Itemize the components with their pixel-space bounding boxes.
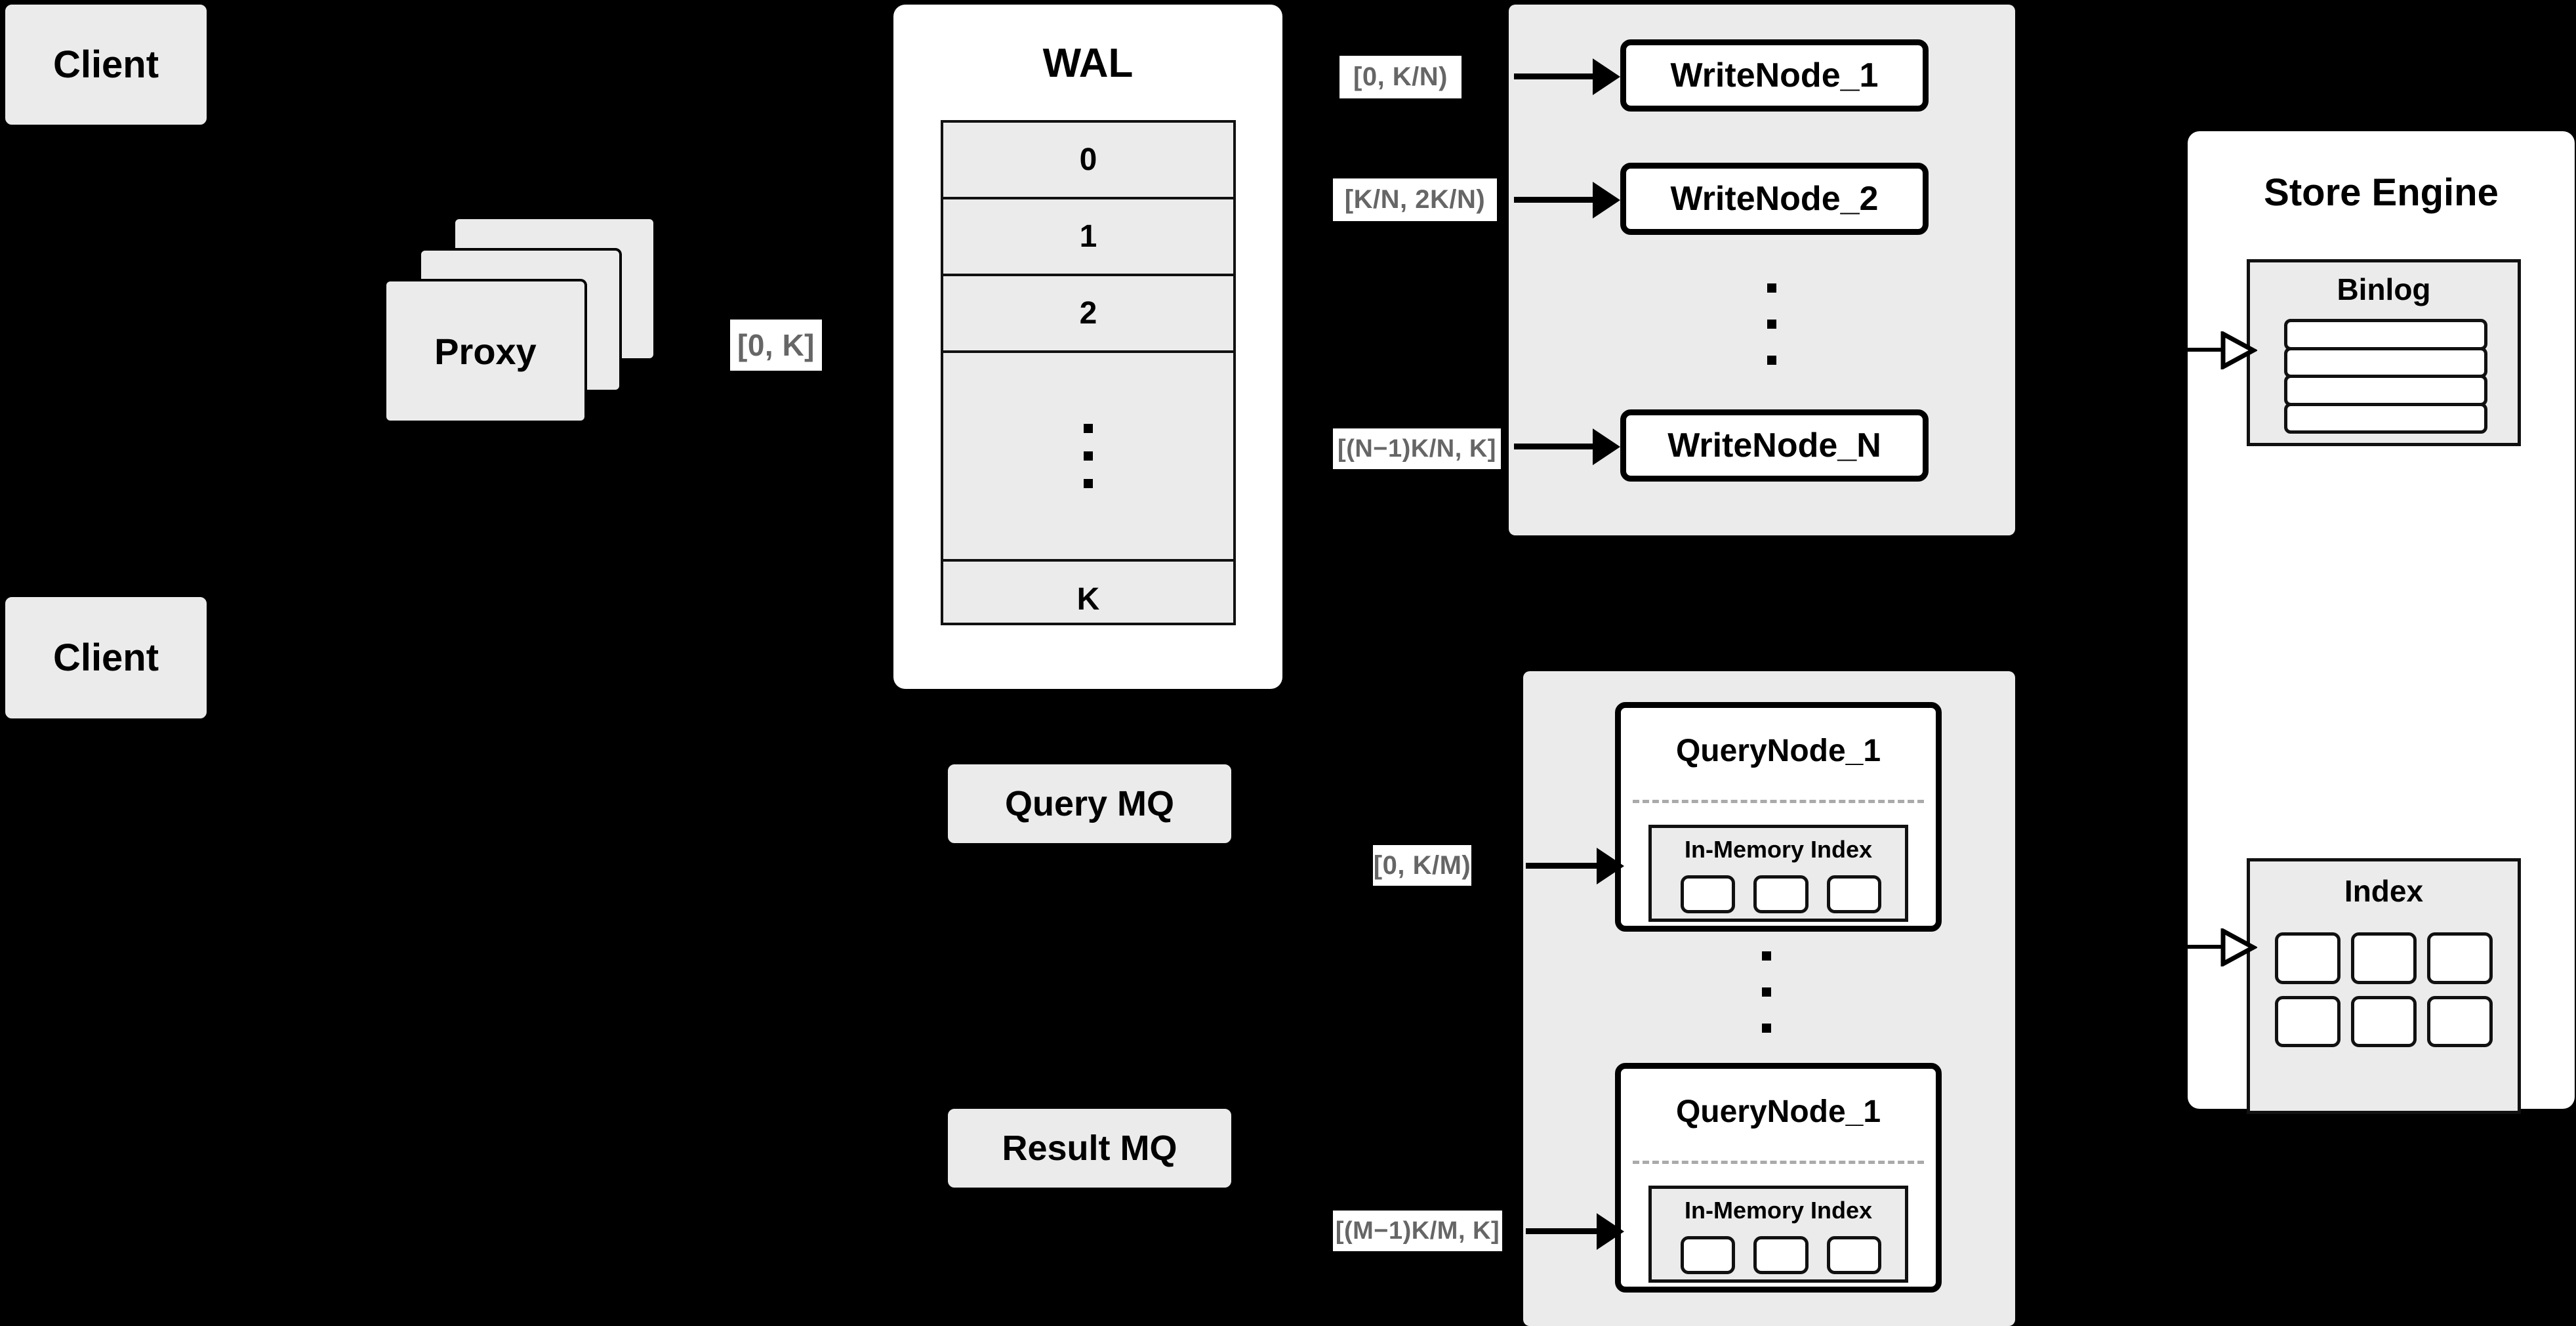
index-arrow-line (2184, 945, 2225, 949)
query-node-m-memory-index: In-Memory Index (1648, 1186, 1908, 1283)
query-cluster-ellipsis (1762, 951, 1771, 1033)
store-engine-title: Store Engine (2264, 171, 2499, 214)
wal-title: WAL (1042, 41, 1134, 86)
query-node-1-range-label: [0, K/M) (1373, 845, 1471, 886)
ellipsis-dot (1084, 424, 1093, 433)
query-node-1-label: QueryNode_1 (1675, 734, 1881, 768)
index-cells (2275, 932, 2493, 1047)
ellipsis-dot (1767, 320, 1776, 329)
query-node-1-arrow-line (1526, 863, 1603, 869)
ellipsis-dot (1767, 356, 1776, 365)
index-box: Index (2247, 858, 2521, 1114)
index-title: Index (2344, 874, 2424, 908)
wal-log-table[interactable]: 0 1 2 K (941, 120, 1236, 625)
proxy-label: Proxy (434, 330, 537, 372)
write-node-2-range-label: [K/N, 2K/N) (1333, 178, 1497, 221)
binlog-title: Binlog (2337, 272, 2431, 306)
binlog-arrow-line (2184, 348, 2225, 352)
wal-row: 2 (943, 276, 1233, 353)
write-node-1-arrow-head (1593, 58, 1620, 95)
wal-row-ellipsis (943, 353, 1233, 562)
index-cell (2351, 995, 2417, 1047)
write-node-2-arrow-head (1593, 182, 1620, 218)
index-cell (2275, 995, 2341, 1047)
index-cell (2427, 932, 2493, 984)
ellipsis-dot (1767, 283, 1776, 293)
index-segment (1753, 875, 1809, 913)
write-node-1-arrow-line (1514, 73, 1599, 79)
memory-index-label: In-Memory Index (1684, 1197, 1873, 1224)
binlog-row (2284, 402, 2487, 434)
binlog-row (2284, 375, 2487, 406)
index-segment (1826, 875, 1881, 913)
write-node-n-arrow-line (1514, 444, 1599, 449)
client-label: Client (52, 43, 159, 86)
write-node-2-arrow-line (1514, 197, 1599, 203)
memory-index-label: In-Memory Index (1684, 836, 1873, 863)
client-label: Client (52, 636, 159, 679)
index-cell (2427, 995, 2493, 1047)
query-node-m-arrow-head (1597, 1213, 1624, 1250)
client-node-2[interactable]: Client (5, 597, 207, 718)
query-node-m-range-label: [(M−1)K/M, K] (1333, 1211, 1502, 1251)
write-node-1[interactable]: WriteNode_1 (1620, 39, 1929, 112)
binlog-rows (2284, 319, 2487, 434)
memory-index-segments (1681, 875, 1881, 913)
binlog-row (2284, 319, 2487, 350)
client-node-1[interactable]: Client (5, 5, 207, 125)
index-arrow-head-icon (2220, 928, 2257, 966)
index-cell (2275, 932, 2341, 984)
binlog-row (2284, 346, 2487, 378)
query-node-m[interactable]: QueryNode_1 In-Memory Index (1615, 1063, 1942, 1293)
write-node-n-range-label: [(N−1)K/N, K] (1333, 428, 1501, 469)
index-cell (2351, 932, 2417, 984)
query-node-m-arrow-line (1526, 1228, 1603, 1234)
write-node-n[interactable]: WriteNode_N (1620, 409, 1929, 482)
query-node-1-memory-index: In-Memory Index (1648, 825, 1908, 922)
ellipsis-dot (1762, 951, 1771, 961)
ellipsis-dot (1084, 451, 1093, 461)
wal-row-last: K (1076, 581, 1100, 617)
write-node-2[interactable]: WriteNode_2 (1620, 163, 1929, 235)
index-segment (1753, 1236, 1809, 1274)
ellipsis-dot (1084, 479, 1093, 488)
query-node-1[interactable]: QueryNode_1 In-Memory Index (1615, 702, 1942, 932)
ellipsis-dot (1762, 1024, 1771, 1033)
result-mq-node[interactable]: Result MQ (948, 1109, 1231, 1188)
ellipsis-dot (1762, 987, 1771, 997)
wal-row: 0 (943, 123, 1233, 199)
write-cluster-ellipsis (1767, 283, 1776, 365)
index-segment (1826, 1236, 1881, 1274)
binlog-box: Binlog (2247, 259, 2521, 446)
query-node-1-arrow-head (1597, 848, 1624, 884)
binlog-arrow-head-icon (2220, 331, 2257, 369)
query-mq-node[interactable]: Query MQ (948, 764, 1231, 843)
proxy-stack[interactable]: Proxy (380, 217, 695, 433)
memory-index-segments (1681, 1236, 1881, 1274)
index-segment (1681, 1236, 1736, 1274)
query-node-m-separator (1633, 1161, 1924, 1164)
index-segment (1681, 875, 1736, 913)
query-node-m-label: QueryNode_1 (1675, 1094, 1881, 1129)
write-node-1-range-label: [0, K/N) (1339, 56, 1462, 98)
proxy-card-front[interactable]: Proxy (384, 279, 587, 423)
proxy-range-label: [0, K] (730, 320, 822, 371)
query-node-1-separator (1633, 800, 1924, 803)
write-node-n-arrow-head (1593, 428, 1620, 465)
wal-row: 1 (943, 199, 1233, 276)
